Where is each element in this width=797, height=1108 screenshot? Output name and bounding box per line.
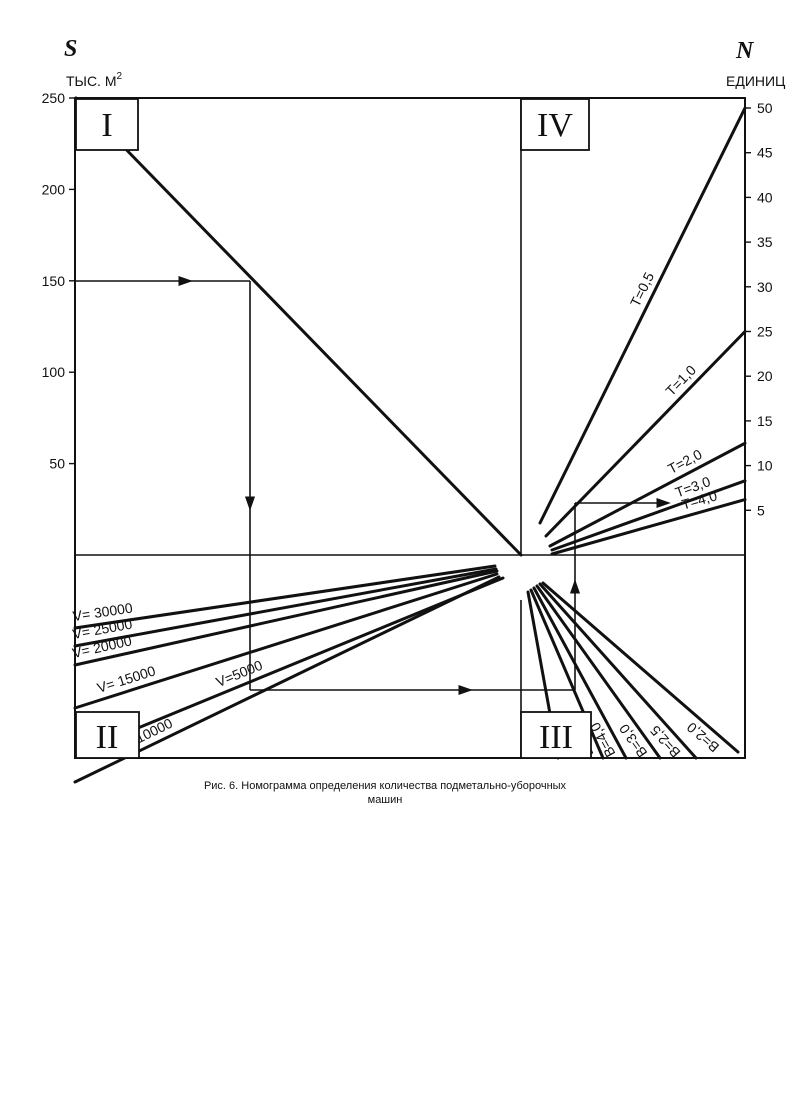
t-line-label: T=2,0 [665, 446, 705, 477]
quadrant-i-label: I [101, 107, 112, 144]
n-tick-label: 15 [757, 413, 773, 429]
n-tick-label: 45 [757, 145, 773, 161]
t-line [550, 479, 747, 552]
t-line-label: T=0,5 [627, 269, 657, 309]
s-axis-unit-power: 2 [117, 71, 123, 82]
v-line [114, 576, 505, 739]
v-line [73, 567, 498, 648]
t-line [550, 498, 747, 556]
quadrant-i-box: I [75, 98, 139, 151]
quadrant-iv-box: IV [520, 98, 590, 151]
v-line [73, 569, 499, 667]
quadrant-iii-label: III [539, 719, 573, 756]
quadrant-ii-box: II [75, 711, 140, 759]
n-axis-symbol: N [735, 38, 755, 64]
s-axis-symbol: S [64, 36, 77, 62]
n-tick-label: 50 [757, 100, 773, 116]
n-tick-label: 20 [757, 368, 773, 384]
figure-caption-line1: Рис. 6. Номограмма определения количеств… [204, 780, 567, 792]
figure-caption-line2: машин [368, 794, 403, 806]
b-line-label: B=2,5 [647, 722, 684, 760]
v-line [73, 575, 501, 784]
n-axis-unit: ЕДИНИЦ [726, 73, 786, 89]
s-tick-label: 200 [42, 181, 66, 197]
s-axis-unit: ТЫС. М2 [66, 71, 123, 89]
nomogram-frame [74, 97, 746, 759]
b-line [532, 586, 628, 760]
b-line [535, 584, 662, 760]
b-line [538, 582, 698, 760]
s-tick-label: 250 [42, 90, 66, 106]
n-tick-label: 5 [757, 502, 765, 518]
s-tick-label: 150 [42, 273, 66, 289]
t-line [544, 330, 747, 538]
quadrant-i-diagonal [74, 96, 523, 557]
s-tick-label: 100 [42, 364, 66, 380]
n-tick-label: 30 [757, 279, 773, 295]
v-line [73, 564, 497, 630]
v-line [73, 572, 499, 710]
n-tick-label: 40 [757, 189, 773, 205]
quadrant-iv-label: IV [537, 107, 573, 144]
n-tick-label: 35 [757, 234, 773, 250]
quadrant-iii-box: III [520, 711, 592, 759]
s-axis-unit-prefix: ТЫС. М [66, 73, 117, 89]
t-line-fan: T=0,5T=1,0T=2,0T=3,0T=4,0 [538, 106, 747, 556]
t-line [548, 441, 747, 548]
n-tick-label: 25 [757, 324, 773, 340]
t-line [538, 106, 747, 525]
s-axis-ticks: 250 200 150 100 50 [42, 90, 75, 472]
s-tick-label: 50 [49, 456, 65, 472]
b-line-label: B=3,0 [616, 721, 651, 761]
n-axis-ticks: 50 45 40 35 30 25 20 15 10 5 [745, 100, 773, 518]
quadrant-ii-label: II [96, 719, 119, 756]
n-tick-label: 10 [757, 458, 773, 474]
example-guide-path [76, 275, 671, 696]
t-line-label: T=1,0 [662, 362, 699, 399]
